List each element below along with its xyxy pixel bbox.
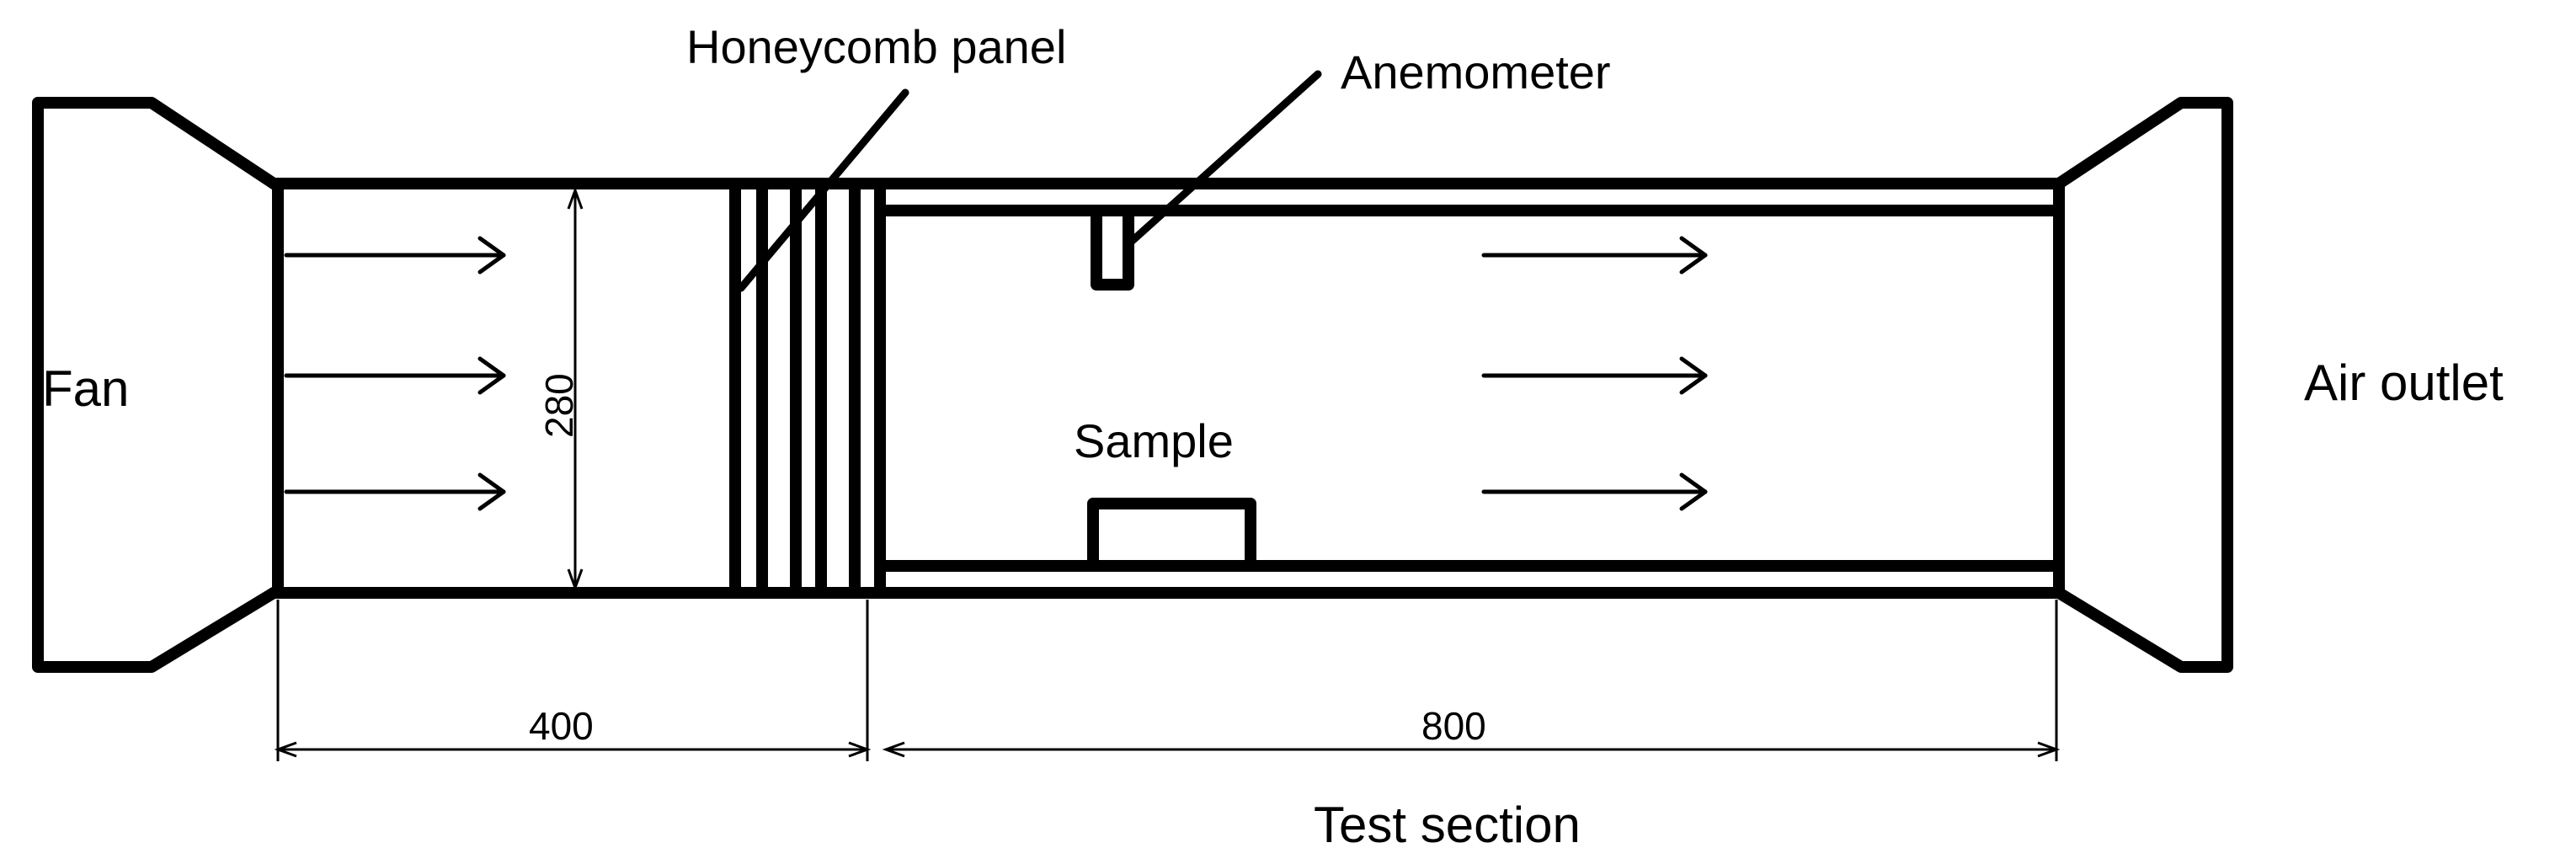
test-section-label: Test section (1314, 797, 1581, 853)
anemometer-leader (1124, 70, 1322, 248)
flow-arrow (284, 356, 506, 395)
height-dimension (567, 186, 584, 592)
fan-housing (32, 97, 280, 673)
flow-arrows-test-section (1481, 236, 1708, 511)
sample-block (1087, 498, 1256, 572)
honeycomb-panel-label: Honeycomb panel (686, 20, 1066, 73)
fan-label: Fan (42, 360, 129, 417)
sample-label: Sample (1074, 414, 1234, 467)
test-length-label: 800 (1421, 704, 1486, 748)
air-outlet-housing (2053, 97, 2233, 673)
inlet-length-label: 400 (529, 704, 594, 748)
anemometer-probe (1091, 205, 1134, 291)
air-outlet-label: Air outlet (2304, 355, 2504, 411)
anemometer-label: Anemometer (1341, 45, 1611, 99)
flow-arrows-inlet (284, 236, 506, 511)
flow-arrow (1481, 356, 1708, 395)
flow-arrow (1481, 472, 1708, 511)
flow-arrow (284, 472, 506, 511)
flow-arrow (1481, 236, 1708, 275)
flow-arrow (284, 236, 506, 275)
length-dimensions (274, 600, 2061, 761)
height-dimension-label: 280 (537, 373, 581, 438)
honeycomb-leader (737, 88, 909, 292)
